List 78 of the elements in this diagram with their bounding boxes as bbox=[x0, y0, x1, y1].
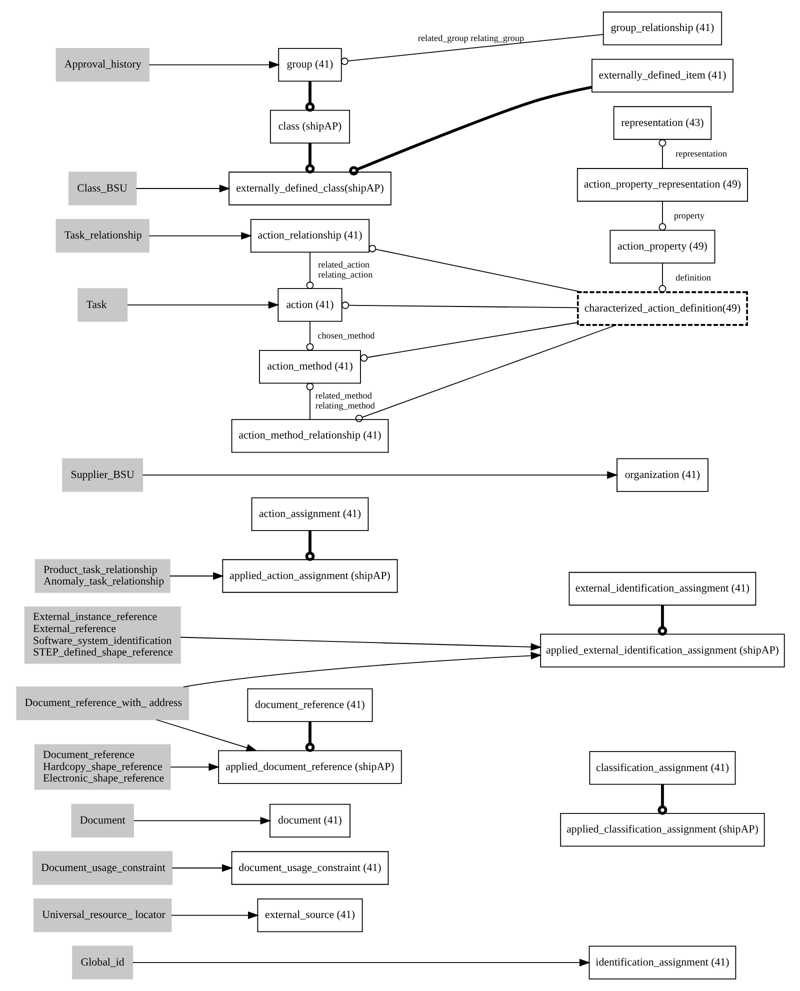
edge-label: related_action relating_action bbox=[318, 260, 372, 280]
node-box: document_reference (41) bbox=[246, 688, 372, 722]
node-box: characterized_action_definition(49) bbox=[576, 291, 748, 326]
arrow bbox=[135, 184, 230, 192]
connector bbox=[658, 139, 666, 169]
arrow bbox=[126, 301, 279, 309]
connector bbox=[658, 201, 666, 231]
connector bbox=[304, 722, 314, 752]
node-box: action_relationship (41) bbox=[250, 218, 370, 253]
connector bbox=[348, 86, 592, 176]
node-box: externally_defined_item (41) bbox=[591, 58, 733, 93]
arrow bbox=[142, 471, 618, 479]
node-box: Document bbox=[70, 804, 134, 838]
node-box: action_property_representation (49) bbox=[576, 168, 748, 202]
node-box: Document_usage_constraint bbox=[32, 851, 172, 885]
node-box: applied_action_assignment (shipAP) bbox=[222, 559, 398, 593]
node-box: action_method (41) bbox=[258, 350, 360, 384]
connector bbox=[368, 244, 582, 293]
node-box: action_method_relationship (41) bbox=[230, 419, 388, 453]
arrow bbox=[169, 572, 224, 580]
connector bbox=[354, 324, 616, 422]
arrow bbox=[156, 719, 257, 752]
node-box: Document_reference Hardcopy_shape_reference Electronic_shape_reference bbox=[34, 744, 170, 790]
node-box: Task_relationship bbox=[55, 218, 149, 253]
arrow bbox=[148, 232, 252, 240]
edge-label: chosen_method bbox=[317, 330, 374, 341]
connector bbox=[306, 252, 314, 289]
node-box: Supplier_BSU bbox=[62, 458, 143, 492]
connector bbox=[657, 784, 667, 815]
arrow bbox=[171, 864, 232, 872]
node-box: external_source (41) bbox=[256, 898, 362, 932]
node-box: document_usage_constraint (41) bbox=[230, 851, 388, 885]
arrow bbox=[182, 652, 542, 688]
edge-label: related_group relating_group bbox=[417, 33, 524, 44]
node-box: externally_defined_class(shipAP) bbox=[228, 172, 391, 206]
arrow bbox=[132, 958, 590, 966]
node-box: external_identification_assingment (41) bbox=[568, 572, 756, 606]
connector bbox=[341, 302, 578, 310]
arrow bbox=[148, 60, 280, 69]
node-box: group (41) bbox=[278, 48, 342, 82]
node-box: Product_task_relationship Anomaly_task_relationship bbox=[34, 559, 170, 593]
edge-label: property bbox=[673, 210, 704, 221]
node-box: Document_reference_with_ address bbox=[16, 686, 189, 720]
arrow bbox=[170, 911, 258, 920]
node-box: action_property (49) bbox=[609, 230, 715, 264]
node-box: Task bbox=[77, 288, 128, 322]
node-box: organization (41) bbox=[616, 458, 708, 492]
connector bbox=[657, 605, 667, 636]
node-box: applied_classification_assignment (shipAP) bbox=[560, 812, 764, 847]
node-box: Class_BSU bbox=[68, 172, 136, 206]
connector bbox=[340, 34, 604, 66]
arrow bbox=[170, 763, 220, 771]
arrow bbox=[132, 816, 271, 825]
node-box: group_relationship (41) bbox=[602, 12, 722, 46]
arrow bbox=[180, 636, 542, 651]
connector bbox=[306, 382, 314, 420]
node-box: document (41) bbox=[269, 804, 350, 838]
node-box: Global_id bbox=[72, 946, 133, 980]
connector bbox=[304, 81, 314, 112]
edge-label: representation bbox=[675, 148, 727, 159]
node-box: action (41) bbox=[277, 288, 342, 322]
node-box: class (shipAP) bbox=[269, 110, 350, 144]
node-box: identification_assignment (41) bbox=[588, 946, 736, 980]
connector bbox=[306, 321, 314, 351]
node-box: representation (43) bbox=[612, 106, 712, 140]
node-box: applied_document_reference (shipAP) bbox=[218, 750, 402, 784]
connector bbox=[658, 262, 666, 292]
connector bbox=[304, 530, 314, 562]
node-box: action_assignment (41) bbox=[250, 497, 368, 531]
connector bbox=[304, 143, 314, 174]
node-box: Approval_history bbox=[55, 48, 149, 82]
node-box: External_instance_reference External_reference Software_system_identification STEP_defined_shape_reference bbox=[24, 606, 180, 664]
connector bbox=[360, 322, 578, 362]
node-box: applied_external_identification_assignment (shipAP) bbox=[540, 634, 784, 668]
edge-label: related_method relating_method bbox=[314, 390, 374, 411]
node-box: classification_assignment (41) bbox=[588, 751, 736, 785]
node-box: Universal_resource_ locator bbox=[32, 898, 172, 932]
edge-label: definition bbox=[675, 272, 710, 282]
